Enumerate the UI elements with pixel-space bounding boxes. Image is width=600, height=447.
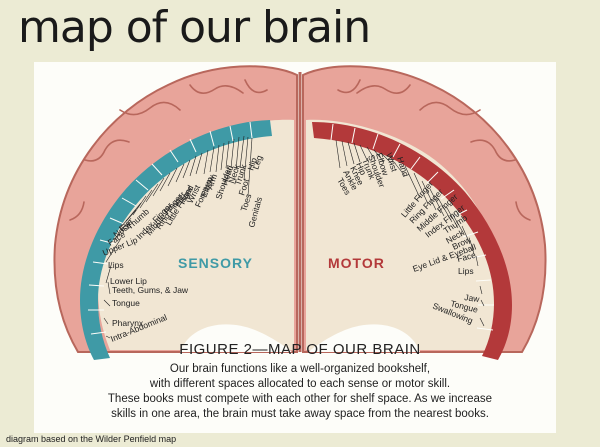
- caption-line: These books must compete with each other…: [108, 393, 492, 405]
- sensory-part: Lower Lip: [110, 276, 147, 286]
- motor-part: Jaw: [464, 292, 481, 304]
- caption-line: Our brain functions like a well-organize…: [170, 363, 430, 375]
- sensory-part: Hip: [245, 156, 259, 171]
- sensory-part: Teeth, Gums, & Jaw: [112, 285, 189, 295]
- sensory-part: Tongue: [112, 298, 140, 308]
- motor-part: Lips: [458, 266, 474, 276]
- sensory-label: SENSORY: [178, 255, 253, 271]
- sensory-part: Pharynx: [112, 318, 144, 328]
- motor-band: [312, 122, 512, 360]
- figure-title: FIGURE 2—MAP OF OUR BRAIN: [179, 341, 420, 358]
- caption-line: with different spaces allocated to each …: [149, 378, 450, 390]
- page-title: map of our brain: [18, 2, 371, 53]
- motor-part: Hip: [354, 161, 368, 177]
- caption-line: skills in one area, the brain must take …: [111, 408, 489, 420]
- credit-text: diagram based on the Wilder Penfield map: [6, 434, 177, 444]
- motor-label: MOTOR: [328, 255, 385, 271]
- sensory-part: Leg: [250, 154, 264, 171]
- sensory-part: Lips: [108, 260, 124, 270]
- motor-part: Face: [456, 250, 477, 264]
- sensory-band: [80, 120, 272, 360]
